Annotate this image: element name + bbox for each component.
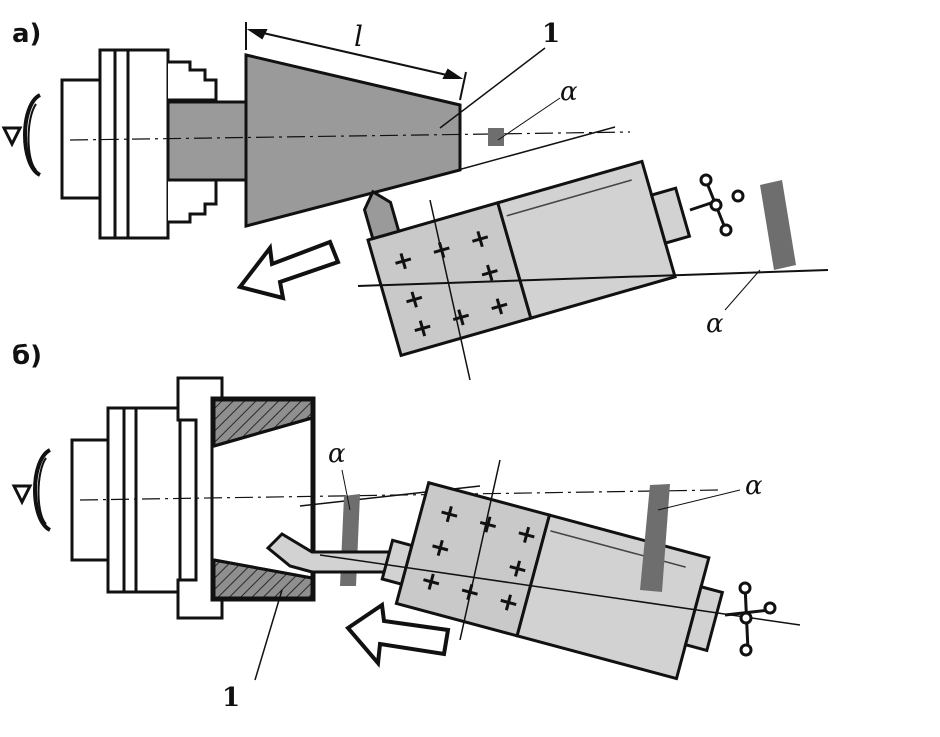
rotation-arrow-icon [11,448,52,532]
panel-b: б) α [11,341,801,713]
alpha-label-bottom: α [706,309,724,339]
tool-axis-b [319,554,801,626]
tool-post-vertical-axis-a [429,199,471,381]
rotation-arrow-icon [1,93,42,177]
part-number-label: 1 [542,19,560,49]
chuck-b [70,376,224,620]
workpiece-shaft [166,100,248,182]
reference-line-a [357,269,829,287]
part-1-leader-b [254,589,283,681]
alpha-label-top: α [560,77,578,107]
angle-mark [488,128,504,146]
angle-scale-band-a [760,180,796,270]
alpha-label-left: α [328,439,346,469]
panel-b-label: б) [12,341,42,371]
handwheel-icon [689,173,745,237]
taper-angle-line [384,126,616,191]
feed-direction-arrow-icon [345,601,451,668]
alpha-label-right: α [745,471,763,501]
cutting-tool-icon [362,189,401,241]
chuck [60,48,218,240]
part-number-label-b: 1 [222,683,240,713]
spindle-axis [69,131,631,141]
panel-a-label: а) [12,19,41,49]
panel-a: а) l 1 [1,19,829,381]
length-dimension [245,22,467,101]
handwheel-icon [724,581,777,657]
cross-marks-b [423,506,535,611]
alpha-leader-bottom [724,269,761,311]
alpha-leader-left [341,469,351,511]
alpha-leader-right [657,489,741,511]
feed-direction-arrow-icon [236,239,341,301]
length-label: l [354,20,363,53]
tapered-workpiece [244,53,462,228]
angle-scale-band-b-right [640,484,670,592]
tool-post-vertical-axis-b [459,459,501,641]
alpha-leader-top [497,97,561,141]
part-1-leader [439,47,546,129]
